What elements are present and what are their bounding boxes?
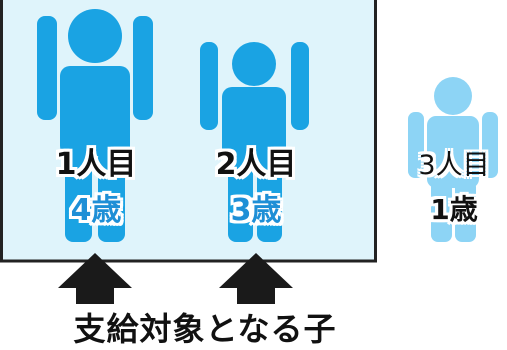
child-2-torso	[222, 87, 286, 167]
child-1-head	[68, 9, 122, 63]
child-3-left-leg	[431, 180, 452, 242]
child-1-age: 4歳	[70, 193, 122, 228]
child-1-torso	[60, 66, 130, 156]
child-2-right-leg	[257, 160, 282, 242]
child-1-ordinal: 1人目	[55, 147, 137, 182]
child-2-left-arm	[200, 42, 218, 130]
child-3-figure	[408, 77, 498, 242]
child-2-head	[232, 42, 276, 86]
arrow-up-child-2	[219, 253, 293, 304]
child-1-figure	[37, 9, 153, 242]
child-2-ordinal: 2人目	[215, 147, 297, 182]
child-2-age: 3歳	[230, 193, 282, 228]
arrow-up-child-1	[58, 253, 132, 304]
child-2-left-leg	[228, 160, 253, 242]
child-1-right-leg	[98, 150, 125, 242]
child-3-age: 1歳	[430, 193, 478, 226]
child-1-left-arm	[37, 16, 57, 120]
child-3-torso	[427, 116, 479, 188]
child-3-head	[434, 77, 472, 115]
child-1-right-arm	[133, 16, 153, 120]
child-2-figure	[200, 42, 309, 242]
child-3-left-arm	[408, 112, 424, 178]
eligible-children-caption: 支給対象となる子	[73, 310, 337, 348]
child-3-ordinal: 3人目	[418, 150, 490, 181]
child-3-right-arm	[482, 112, 498, 178]
eligible-children-box	[0, 0, 377, 263]
child-1-left-leg	[65, 150, 92, 242]
child-3-right-leg	[455, 180, 476, 242]
child-2-right-arm	[291, 42, 309, 130]
